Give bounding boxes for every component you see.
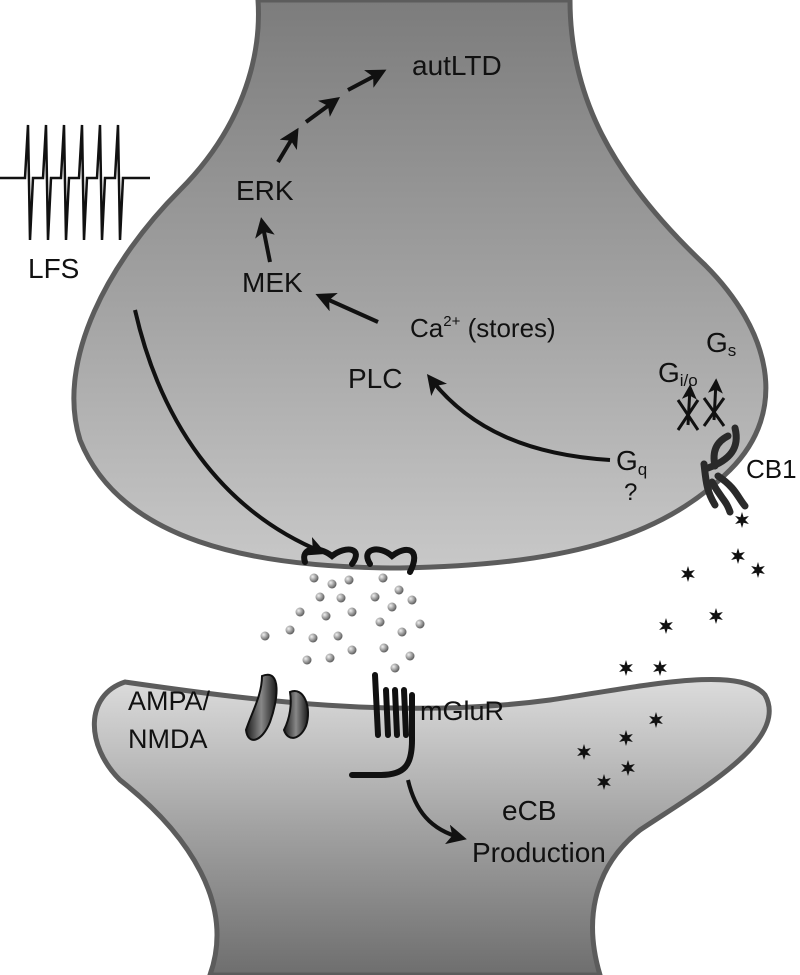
arrow-erk-to-autltd-1: [276, 127, 299, 164]
lfs-spike-train: [0, 124, 150, 241]
label-ca-superscript: 2+: [443, 313, 460, 330]
arrow-mglur-to-ecb: [406, 779, 467, 845]
ecb-star: [659, 618, 673, 634]
label-q-subscript: q: [638, 460, 647, 479]
ecb-star: [709, 608, 723, 624]
mglur-receptor: [349, 672, 415, 778]
ecb-star: [681, 566, 695, 582]
cb1-receptor: [700, 424, 749, 516]
arrow-ca-to-mek: [315, 293, 379, 324]
label-g: G: [616, 445, 638, 476]
ecb-star: [621, 760, 635, 776]
label-io-subscript: i/o: [680, 371, 698, 390]
label-autltd: autLTD: [412, 50, 502, 81]
ampa-nmda-channel-right: [282, 690, 309, 739]
label-mek: MEK: [242, 267, 303, 298]
ecb-star: [751, 562, 765, 578]
arrow-lfs-to-release: [133, 309, 327, 556]
label-cb1: CB1: [746, 454, 797, 484]
release-site-right: [364, 546, 418, 575]
ampa-nmda-channel-left: [244, 673, 278, 741]
glutamate-vesicles: [260, 573, 425, 673]
ecb-star: [653, 660, 667, 676]
label-s-subscript: s: [728, 341, 737, 360]
label-mglur: mGluR: [420, 696, 504, 726]
label-g: G: [658, 357, 680, 388]
presynaptic-terminal: [71, 0, 769, 571]
label-erk: ERK: [236, 175, 294, 206]
label-plc: PLC: [348, 363, 402, 394]
arrow-erk-to-autltd-3: [347, 69, 387, 92]
ecb-star: [619, 660, 633, 676]
label-gq: Gq: [616, 445, 647, 479]
ecb-star: [735, 512, 749, 528]
ecb-star: [577, 744, 591, 760]
label-question: ?: [624, 479, 637, 506]
label-g: G: [706, 327, 728, 358]
label-nmda: NMDA: [128, 724, 208, 754]
label-lfs: LFS: [28, 253, 79, 284]
gio-gs-blocked-arrows: [676, 378, 726, 431]
arrow-gq-to-plc: [426, 374, 611, 462]
label-gio: Gi/o: [658, 357, 698, 390]
label-ca: Ca: [410, 313, 444, 343]
ecb-star: [619, 730, 633, 746]
postsynaptic-spine: [91, 676, 772, 975]
arrow-mek-to-erk: [255, 217, 275, 263]
arrow-erk-to-autltd-2: [304, 97, 341, 124]
ecb-star: [731, 548, 745, 564]
label-stores: (stores): [460, 313, 555, 343]
label-ampa: AMPA/: [128, 686, 211, 716]
label-ca-stores: Ca2+ (stores): [410, 313, 556, 343]
signaling-arrows: [133, 69, 611, 845]
label-ecb: eCB: [502, 795, 556, 826]
ecb-star: [649, 712, 663, 728]
ecb-star: [597, 774, 611, 790]
label-production: Production: [472, 837, 606, 868]
label-gs: Gs: [706, 327, 736, 360]
ecb-molecules: [577, 512, 765, 790]
